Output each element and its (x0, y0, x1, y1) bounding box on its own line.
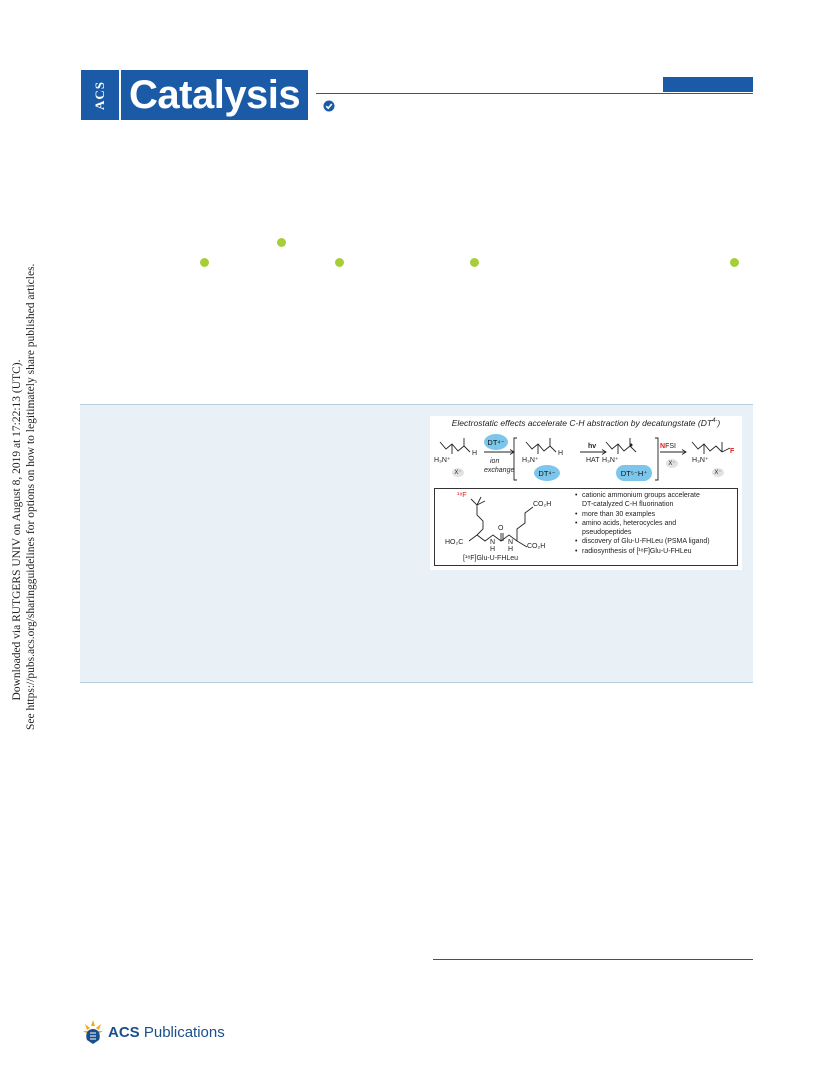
dt4-bubble-2: DT⁴⁻ (534, 465, 560, 481)
download-notice-line1: Downloaded via RUTGERS UNIV on August 8,… (11, 359, 23, 701)
acs-publications-logo: ACS Publications (82, 1019, 225, 1045)
label-h-1: H (472, 450, 478, 457)
counterion-bubble-3: X⁻ (712, 468, 724, 477)
counterion-bubble-2: X⁻ (666, 459, 678, 468)
orcid-icon[interactable] (470, 258, 479, 267)
label-co2h-2: CO₂H (527, 543, 546, 550)
label-h3n-3: H₃N⁺ (602, 457, 619, 464)
logo-acs-mark: ACS (81, 70, 119, 120)
bullet-item-cont: DT-catalyzed C-H fluorination (582, 501, 674, 509)
label-fluorine: F (730, 448, 735, 455)
reaction-scheme-lines (439, 437, 731, 481)
toc-title: Electrostatic effects accelerate C-H abs… (451, 418, 721, 428)
publisher-name: ACS Publications (108, 1023, 225, 1041)
label-co2h-1: CO₂H (533, 501, 552, 508)
label-hv: hv (588, 443, 597, 450)
compound-name: [¹⁸F]Glu-U-FHLeu (463, 555, 519, 562)
dt4-bubble: DT⁴⁻ (484, 434, 508, 450)
bullet-item: more than 30 examples (575, 510, 735, 520)
orcid-icon[interactable] (730, 258, 739, 267)
header-rule (316, 93, 753, 94)
label-ho2c: HO₂C (445, 539, 464, 546)
bullet-item: discovery of Glu-U-FHLeu (PSMA ligand) (575, 537, 735, 547)
orcid-icon[interactable] (200, 258, 209, 267)
dt5-bubble: DT⁵⁻H⁺ (616, 465, 652, 481)
label-hat: HAT (586, 457, 600, 464)
logo-journal-name: Catalysis (121, 70, 309, 120)
bullet-item-cont: pseudopeptides (582, 529, 632, 537)
download-notice-line2[interactable]: See https://pubs.acs.org/sharingguidelin… (25, 263, 37, 730)
bullet-item: amino acids, heterocycles and (575, 519, 735, 529)
open-access-check-icon[interactable] (323, 100, 335, 112)
label-18f: ¹⁸F (457, 492, 467, 499)
toc-graphic: Electrostatic effects accelerate C-H abs… (430, 416, 742, 570)
bullet-item: radiosynthesis of [¹⁸F]Glu-U-FHLeu (575, 547, 735, 557)
journal-logo: ACS Catalysis (81, 70, 309, 120)
label-ion: ion (490, 458, 500, 465)
download-notice: Downloaded via RUTGERS UNIV on August 8,… (10, 263, 40, 730)
bullet-item: cationic ammonium groups accelerate (575, 491, 735, 501)
summary-bullets: cationic ammonium groups accelerate DT-c… (575, 491, 735, 556)
acs-publications-mark-icon (83, 1020, 103, 1044)
footer-rule (433, 959, 753, 960)
label-h3n-2: H₃N⁺ (522, 457, 539, 464)
label-o: O (498, 525, 504, 532)
counterion-bubble: X⁻ (452, 468, 464, 477)
label-exchange: exchange (484, 467, 515, 474)
label-h3n-4: H₃N⁺ (692, 457, 709, 464)
label-nfsi: NFSI (660, 443, 676, 450)
label-h3n-1: H₃N⁺ (434, 457, 451, 464)
orcid-icon[interactable] (335, 258, 344, 267)
label-h-2: H (558, 450, 564, 457)
header-tab (663, 77, 753, 92)
glu-u-fhleu-structure (468, 496, 534, 548)
orcid-icon[interactable] (277, 238, 286, 247)
